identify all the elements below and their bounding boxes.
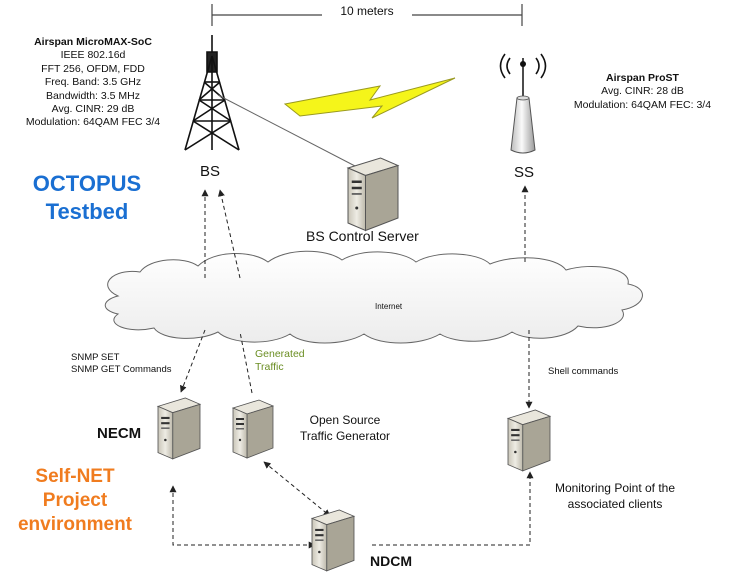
testbed-title-line: Testbed xyxy=(45,199,129,224)
monitoring-point-label-line: Monitoring Point of the xyxy=(554,481,676,495)
project-title: Self-NET Project environment xyxy=(0,465,150,537)
control-server-label: BS Control Server xyxy=(306,228,419,244)
bs-spec-line: Modulation: 64QAM FEC 3/4 xyxy=(25,116,161,129)
testbed-title: OCTOPUS Testbed xyxy=(12,170,162,226)
ndcm-server-icon xyxy=(311,509,355,572)
bs-spec-line: Avg. CINR: 29 dB xyxy=(51,103,135,116)
ss-spec-title: Airspan ProST xyxy=(606,72,679,84)
bs-spec-line: IEEE 802.16d xyxy=(60,49,126,62)
internet-label: Internet xyxy=(375,302,403,311)
monitoring-point-label: Monitoring Point of the associated clien… xyxy=(540,480,690,512)
bs-spec-line: Bandwidth: 3.5 MHz xyxy=(46,89,140,102)
generated-traffic-label: Generated Traffic xyxy=(255,348,305,374)
bs-spec-line: FFT 256, OFDM, FDD xyxy=(41,62,145,75)
ss-label: SS xyxy=(514,164,535,181)
project-title-line: Self-NET xyxy=(35,466,115,487)
snmp-label-line: SNMP GET Commands xyxy=(71,364,172,375)
traffic-generator-label-line: Traffic Generator xyxy=(299,429,391,443)
ss-spec-line: Avg. CINR: 28 dB xyxy=(601,85,684,98)
project-title-line: Project xyxy=(42,490,108,511)
traffic-generator-label: Open Source Traffic Generator xyxy=(285,412,405,444)
ndcm-label: NDCM xyxy=(370,553,412,569)
lightning-icon xyxy=(283,77,456,119)
shell-commands-label: Shell commands xyxy=(548,366,619,377)
snmp-label: SNMP SET SNMP GET Commands xyxy=(71,352,171,376)
bs-spec-title: Airspan MicroMAX-SoC xyxy=(34,36,152,48)
traffic-generator-label-line: Open Source xyxy=(309,413,381,427)
bs-label: BS xyxy=(200,163,221,180)
bs-server-link xyxy=(217,94,356,167)
ss-spec-block: Airspan ProST Avg. CINR: 28 dB Modulatio… xyxy=(560,72,725,112)
ss-spec-line: Modulation: 64QAM FEC: 3/4 xyxy=(573,98,712,111)
traffic-generator-server-icon xyxy=(232,399,274,459)
bs-spec-block: Airspan MicroMAX-SoC IEEE 802.16d FFT 25… xyxy=(0,36,186,130)
monitoring-point-label-line: associated clients xyxy=(567,497,663,511)
testbed-title-line: OCTOPUS xyxy=(32,171,142,196)
project-title-line: environment xyxy=(17,514,133,535)
snmp-label-line: SNMP SET xyxy=(71,352,120,363)
ss-antenna-icon xyxy=(499,53,547,154)
necm-server-icon xyxy=(157,397,201,460)
bs-tower-icon xyxy=(184,35,240,151)
dashed-links xyxy=(169,185,534,549)
bs-spec-line: Freq. Band: 3.5 GHz xyxy=(44,76,142,89)
distance-label: 10 meters xyxy=(322,4,412,18)
generated-traffic-label-line: Traffic xyxy=(255,361,284,373)
necm-label: NECM xyxy=(97,425,142,442)
internet-cloud-icon xyxy=(104,250,643,344)
control-server-icon xyxy=(347,157,399,232)
monitoring-point-server-icon xyxy=(507,409,551,472)
generated-traffic-label-line: Generated xyxy=(255,348,305,360)
